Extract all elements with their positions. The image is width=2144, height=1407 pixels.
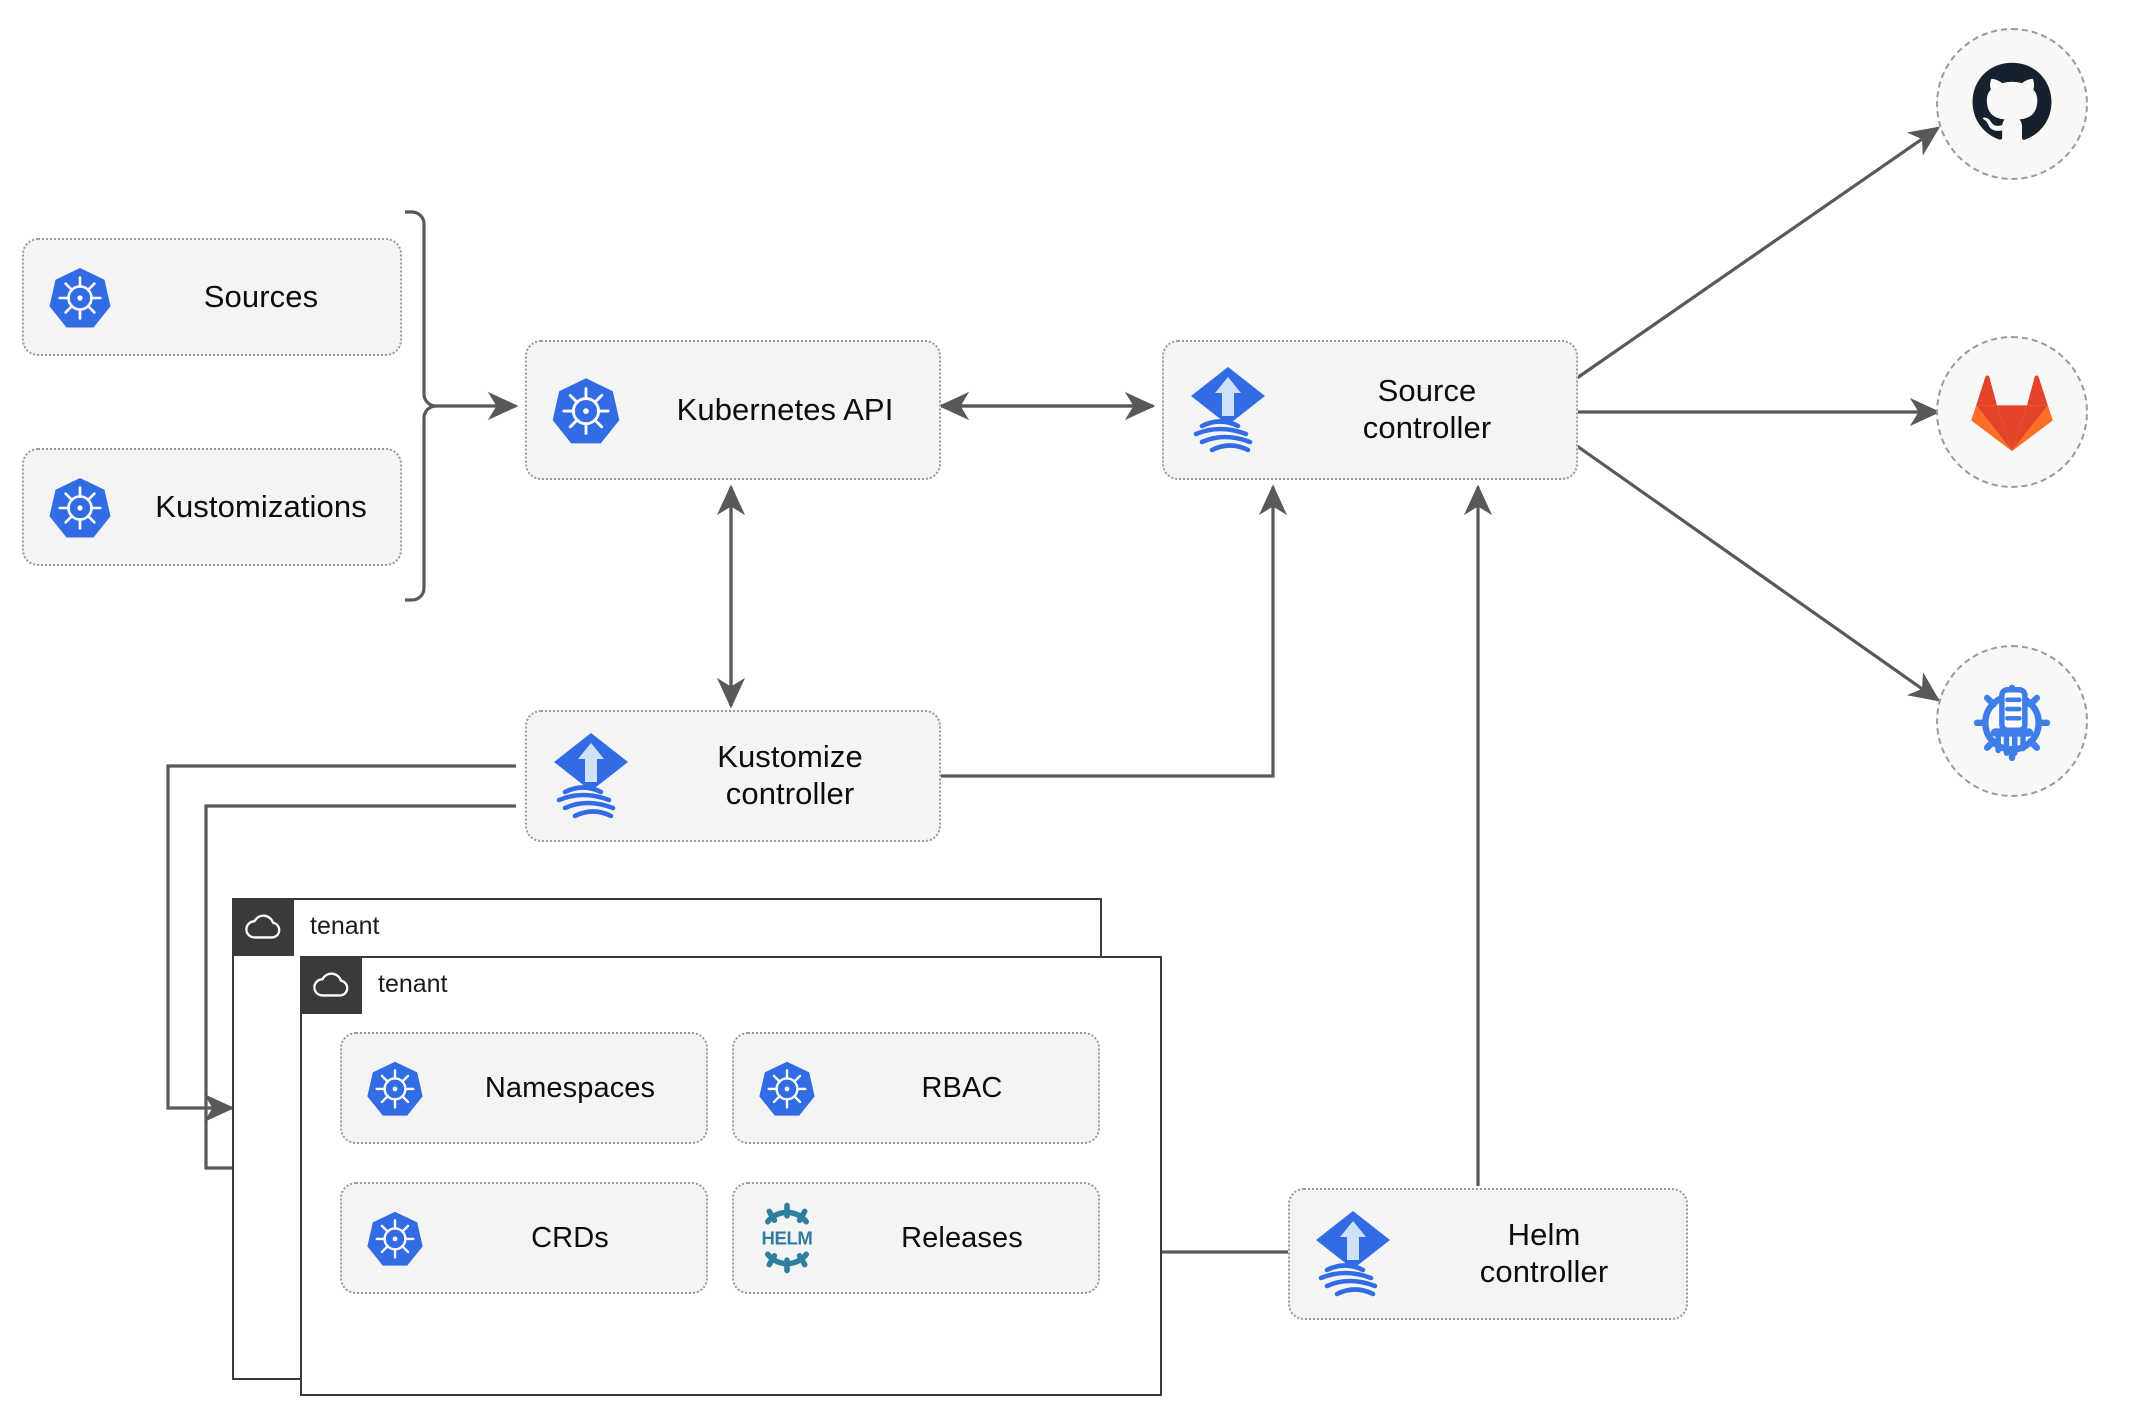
- node-label: Source controller: [1362, 373, 1492, 445]
- cloud-icon: [299, 955, 362, 1014]
- node-source-controller[interactable]: Source controller: [1162, 340, 1578, 480]
- flux-icon: [527, 730, 655, 822]
- node-releases[interactable]: HELM Releases: [732, 1182, 1100, 1294]
- tenant-label: tenant: [378, 970, 448, 998]
- kubernetes-icon: [24, 475, 136, 539]
- provider-helm-repository[interactable]: [1936, 645, 2088, 797]
- node-label: Kubernetes API: [676, 391, 894, 427]
- node-label: RBAC: [921, 1071, 1003, 1104]
- node-helm-controller[interactable]: Helm controller: [1288, 1188, 1688, 1320]
- node-rbac[interactable]: RBAC: [732, 1032, 1100, 1144]
- kubernetes-icon: [527, 375, 645, 445]
- kubernetes-icon: [342, 1059, 448, 1117]
- node-label: Kustomizations: [155, 488, 367, 524]
- wire-source-to-helm-repo: [1576, 444, 1941, 702]
- tenant-label: tenant: [310, 912, 380, 940]
- kubernetes-icon: [24, 265, 136, 329]
- helm-chart-repository-icon: [1973, 684, 2051, 762]
- wire-source-to-github: [1576, 126, 1941, 380]
- resources-brace: [405, 210, 437, 602]
- node-namespaces[interactable]: Namespaces: [340, 1032, 708, 1144]
- node-crds[interactable]: CRDs: [340, 1182, 708, 1294]
- svg-text:HELM: HELM: [762, 1228, 813, 1249]
- gitlab-icon: [1971, 375, 2053, 452]
- node-label: Releases: [901, 1221, 1023, 1254]
- node-label: CRDs: [531, 1221, 609, 1254]
- node-sources[interactable]: Sources: [22, 238, 402, 356]
- node-label: Namespaces: [484, 1071, 656, 1104]
- node-kustomizations[interactable]: Kustomizations: [22, 448, 402, 566]
- flux-icon: [1164, 364, 1292, 456]
- cloud-icon: [231, 897, 294, 956]
- github-icon: [1972, 62, 2052, 140]
- tenant-container-front[interactable]: tenant: [299, 955, 1162, 1396]
- provider-gitlab[interactable]: [1936, 336, 2088, 488]
- helm-icon: HELM: [734, 1201, 840, 1275]
- node-label: Kustomize controller: [717, 739, 863, 811]
- node-kubernetes-api[interactable]: Kubernetes API: [525, 340, 941, 480]
- provider-github[interactable]: [1936, 28, 2088, 180]
- node-label: Helm controller: [1479, 1217, 1609, 1289]
- node-kustomize-controller[interactable]: Kustomize controller: [525, 710, 941, 842]
- kubernetes-icon: [734, 1059, 840, 1117]
- flux-icon: [1290, 1208, 1416, 1300]
- kubernetes-icon: [342, 1209, 448, 1267]
- wire-kustomize-to-source: [941, 484, 1288, 778]
- node-label: Sources: [203, 278, 319, 314]
